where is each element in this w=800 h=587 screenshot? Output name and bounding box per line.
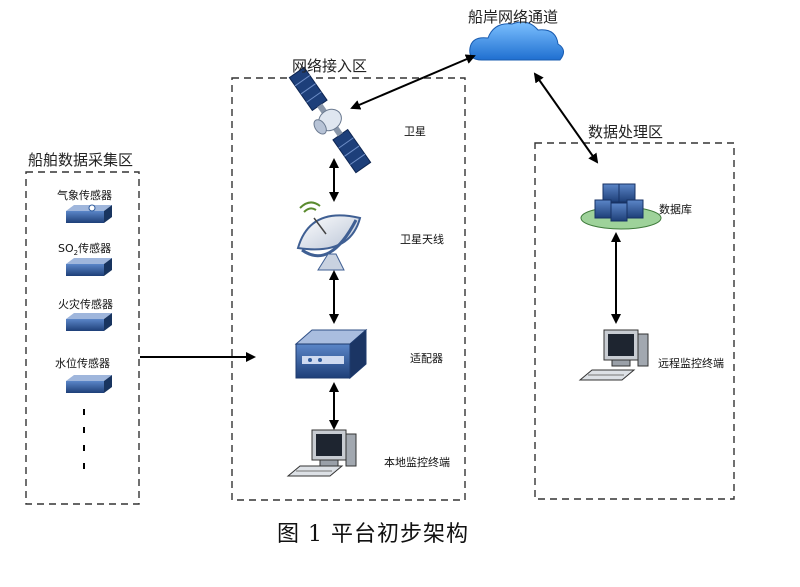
cloud-icon xyxy=(469,21,564,61)
continuation-dots xyxy=(83,409,85,469)
database-icon xyxy=(580,183,662,230)
adapter-label: 适配器 xyxy=(410,352,443,365)
sensor-label-weather: 气象传感器 xyxy=(57,189,112,202)
channel-title: 船岸网络通道 xyxy=(468,8,559,26)
sensor-icon xyxy=(66,204,112,223)
sensor-icon xyxy=(66,375,112,393)
network-zone-box xyxy=(231,77,466,501)
computer-icon xyxy=(286,429,357,477)
data-zone-title: 数据处理区 xyxy=(588,123,664,141)
adapter-icon xyxy=(294,328,368,380)
sensor-label-fire: 火灾传感器 xyxy=(58,298,113,311)
satellite-cloud-link xyxy=(350,54,476,110)
network-zone-title: 网络接入区 xyxy=(292,57,368,75)
database-label: 数据库 xyxy=(659,203,692,216)
satellite-dish-icon xyxy=(296,201,362,271)
data-zone-box xyxy=(534,142,735,500)
local-terminal-label: 本地监控终端 xyxy=(384,456,450,469)
sensor-icon xyxy=(66,313,112,331)
ship-zone-box xyxy=(25,171,140,505)
ship-zone-title: 船舶数据采集区 xyxy=(28,151,134,169)
sensor-label-water-level: 水位传感器 xyxy=(55,357,110,370)
remote-terminal-label: 远程监控终端 xyxy=(658,357,724,370)
sensor-icon xyxy=(66,258,112,276)
computer-icon xyxy=(578,329,649,381)
sensor-label-so2: SO2传感器 xyxy=(58,242,112,258)
figure-caption: 图 1 平台初步架构 xyxy=(277,522,469,547)
cloud-database-link xyxy=(533,72,599,164)
satellite-icon xyxy=(288,66,372,174)
satellite-label: 卫星 xyxy=(404,125,426,138)
antenna-label: 卫星天线 xyxy=(400,233,444,246)
